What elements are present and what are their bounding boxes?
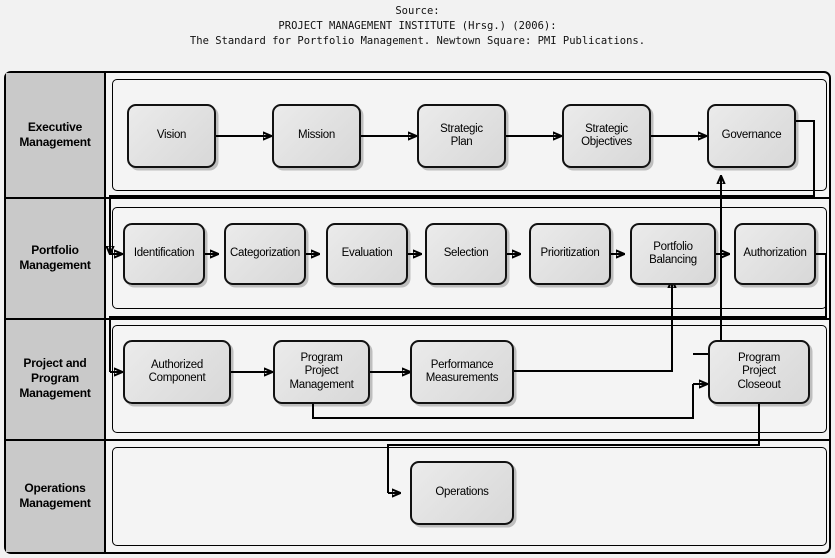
node-governance[interactable]: Governance [707,104,796,168]
node-mission-label: Mission [298,129,335,142]
lane-separator-3 [6,439,829,441]
node-vision[interactable]: Vision [127,104,216,168]
node-authorization[interactable]: Authorization [734,223,816,285]
node-prioritization[interactable]: Prioritization [529,223,611,285]
source-line-2: PROJECT MANAGEMENT INSTITUTE (Hrsg.) (20… [278,20,557,32]
node-vision-label: Vision [156,129,187,142]
node-governance-label: Governance [721,129,782,142]
node-mission[interactable]: Mission [272,104,361,168]
node-identification-label: Identification [133,247,195,260]
node-identification[interactable]: Identification [123,223,205,285]
lane-separator-1 [6,197,829,199]
source-caption: Source: PROJECT MANAGEMENT INSTITUTE (Hr… [0,4,835,49]
source-line-1: Source: [395,5,440,17]
node-selection[interactable]: Selection [425,223,507,285]
node-operations-label: Operations [435,486,489,499]
node-evaluation-label: Evaluation [341,247,393,260]
node-prioritization-label: Prioritization [540,247,600,260]
node-categorization-label: Categorization [230,247,300,260]
node-evaluation[interactable]: Evaluation [326,223,408,285]
node-authorization-label: Authorization [743,247,807,260]
source-line-3: The Standard for Portfolio Management. N… [189,35,646,47]
node-categorization[interactable]: Categorization [224,223,306,285]
node-operations[interactable]: Operations [410,461,514,525]
node-selection-label: Selection [443,247,489,260]
lane-separator-2 [6,318,829,320]
